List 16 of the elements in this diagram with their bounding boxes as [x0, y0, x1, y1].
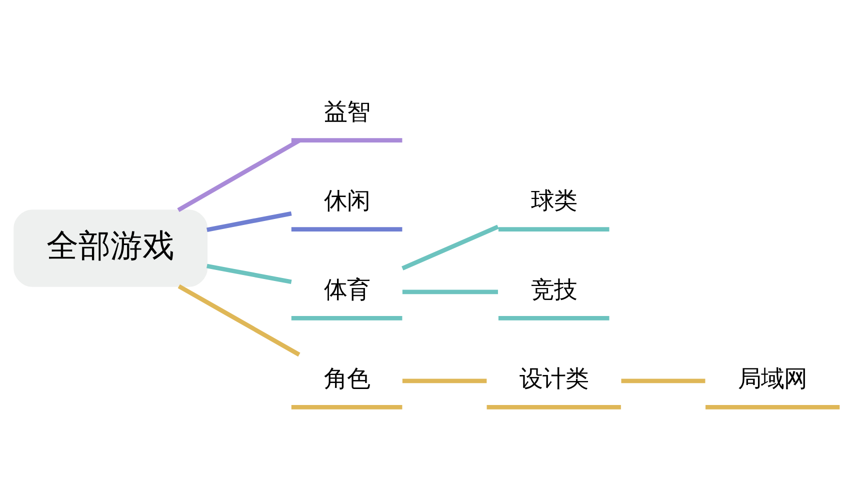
- node-text: 局域网: [738, 364, 808, 392]
- connector: [178, 284, 300, 356]
- connector: [206, 210, 292, 232]
- node-text: 设计类: [519, 364, 588, 392]
- node-text: 角色: [324, 364, 370, 392]
- node-text: 竞技: [530, 275, 577, 304]
- connector: [402, 378, 487, 383]
- node-text: 体育: [324, 275, 370, 304]
- node-text: 休闲: [324, 186, 370, 214]
- connector: [402, 224, 499, 270]
- node-text: 益智: [324, 97, 370, 126]
- node-text: 球类: [530, 186, 577, 214]
- connector: [621, 378, 706, 383]
- node-box: 全部游戏: [14, 209, 208, 286]
- connector: [206, 263, 292, 284]
- connector: [402, 289, 498, 294]
